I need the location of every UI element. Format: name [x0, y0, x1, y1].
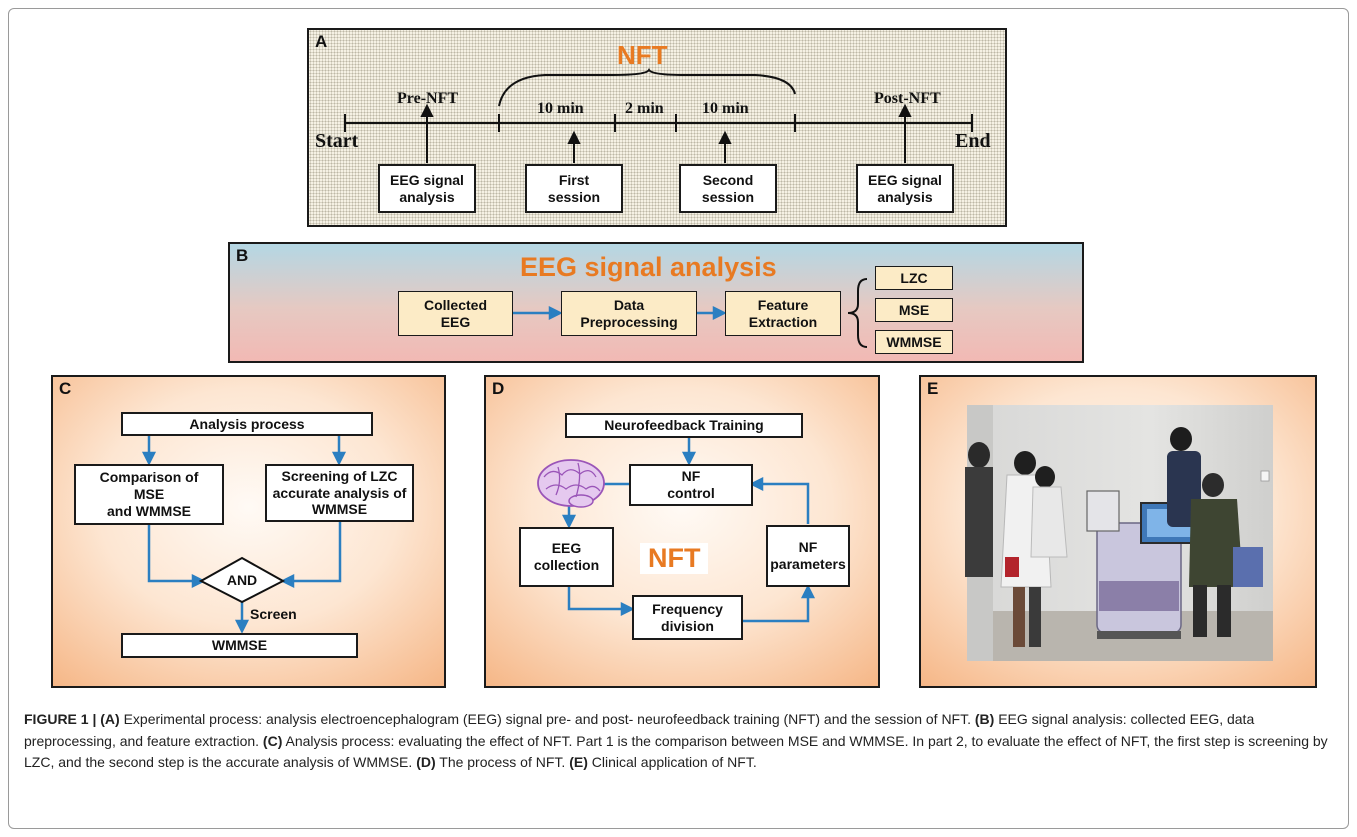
arrow-second-head [718, 130, 732, 144]
session-brace [498, 68, 796, 107]
box-post-eeg-analysis: EEG signal analysis [856, 164, 954, 213]
arrow-post-head [898, 103, 912, 117]
caption-e: Clinical application of NFT. [587, 754, 757, 770]
eeg-analysis-title: EEG signal analysis [520, 252, 777, 282]
arrow-to-frequency [620, 601, 635, 617]
box-screening-lzc: Screening of LZC accurate analysis of WM… [265, 464, 414, 522]
duration-second: 10 min [702, 100, 749, 117]
arrow-preprocess-to-feature [712, 305, 727, 321]
arrow-and-to-wmmse [234, 619, 250, 634]
pre-nft-label: Pre-NFT [397, 90, 459, 107]
box-frequency-division: Frequency division [632, 595, 743, 640]
panel-a-letter: A [315, 32, 328, 51]
arrow-to-control [749, 476, 764, 492]
box-eeg-collection: EEG collection [519, 527, 614, 587]
clinical-photo [965, 405, 1273, 661]
box-analysis-process: Analysis process [121, 412, 373, 436]
start-label: Start [315, 130, 359, 152]
arrow-to-screening [331, 451, 347, 466]
arrow-to-eeg-collection [561, 514, 577, 529]
duration-first: 10 min [537, 100, 584, 117]
and-diamond [198, 556, 286, 604]
pipeline-arrows [513, 278, 868, 348]
panel-b-letter: B [236, 246, 249, 265]
caption-c: Analysis process: evaluating the effect … [24, 732, 1328, 771]
panel-e-clinical-photo: E [919, 375, 1317, 688]
box-second-session: Second session [679, 164, 777, 213]
box-collected-eeg: Collected EEG [398, 291, 513, 336]
panel-a-timeline: A NFT Pre-NFT Post-NFT 10 min 2 min 10 m… [307, 28, 1007, 227]
nft-title: NFT [617, 40, 668, 70]
box-wmmse-result: WMMSE [121, 633, 358, 658]
panel-d-nft-process: D Neurofeedback Training NF control EEG … [484, 375, 880, 688]
arrow-training-to-control [681, 451, 697, 466]
box-wmmse: WMMSE [875, 330, 953, 354]
box-nf-control: NF control [629, 464, 753, 506]
caption-c-tag: (C) [262, 732, 283, 749]
box-nf-parameters: NF parameters [766, 525, 850, 587]
figure-caption: FIGURE 1 | (A) Experimental process: ana… [24, 709, 1334, 774]
screen-label: Screen [250, 606, 297, 622]
caption-e-tag: (E) [569, 754, 588, 770]
analysis-flow-arrows [141, 436, 347, 634]
box-neurofeedback-training: Neurofeedback Training [565, 413, 803, 438]
timeline-lines [344, 68, 973, 163]
nft-center-label: NFT [640, 543, 709, 574]
box-pre-eeg-analysis: EEG signal analysis [378, 164, 476, 213]
brain-icon [537, 459, 605, 508]
caption-d: The process of NFT. [435, 754, 570, 770]
arrow-collected-to-preprocess [548, 305, 563, 321]
caption-d-tag: (D) [416, 754, 436, 770]
post-nft-label: Post-NFT [874, 90, 941, 107]
arrow-screening-to-and [280, 573, 295, 589]
box-feature-extraction: Feature Extraction [725, 291, 841, 336]
end-label: End [955, 130, 991, 152]
box-data-preprocessing: Data Preprocessing [561, 291, 697, 336]
caption-b: EEG signal analysis: collected EEG, data… [24, 711, 1255, 749]
duration-break: 2 min [625, 100, 664, 117]
caption-a: Experimental process: analysis electroen… [119, 711, 975, 727]
box-lzc: LZC [875, 266, 953, 290]
feature-bracket [847, 278, 868, 348]
arrow-to-comparison [141, 451, 157, 466]
caption-b-tag: (B) [974, 711, 995, 727]
panel-e-letter: E [927, 379, 939, 398]
arrow-to-parameters [800, 584, 816, 599]
panel-c-analysis-process: C Analysis process Comparison of MSE and… [51, 375, 446, 688]
and-label: AND [226, 572, 258, 588]
arrow-comparison-to-and [191, 573, 206, 589]
nft-loop-arrows [537, 436, 816, 623]
panel-c-letter: C [59, 379, 72, 398]
caption-lead: FIGURE 1 | (A) [24, 711, 120, 727]
box-first-session: First session [525, 164, 623, 213]
panel-d-letter: D [492, 379, 505, 398]
arrow-first-head [567, 130, 581, 144]
arrow-pre-head [420, 103, 434, 117]
box-comparison-mse-wmmse: Comparison of MSE and WMMSE [74, 464, 224, 525]
panel-b-signal-analysis: B EEG signal analysis Collected EEG Data… [228, 242, 1084, 363]
box-mse: MSE [875, 298, 953, 322]
